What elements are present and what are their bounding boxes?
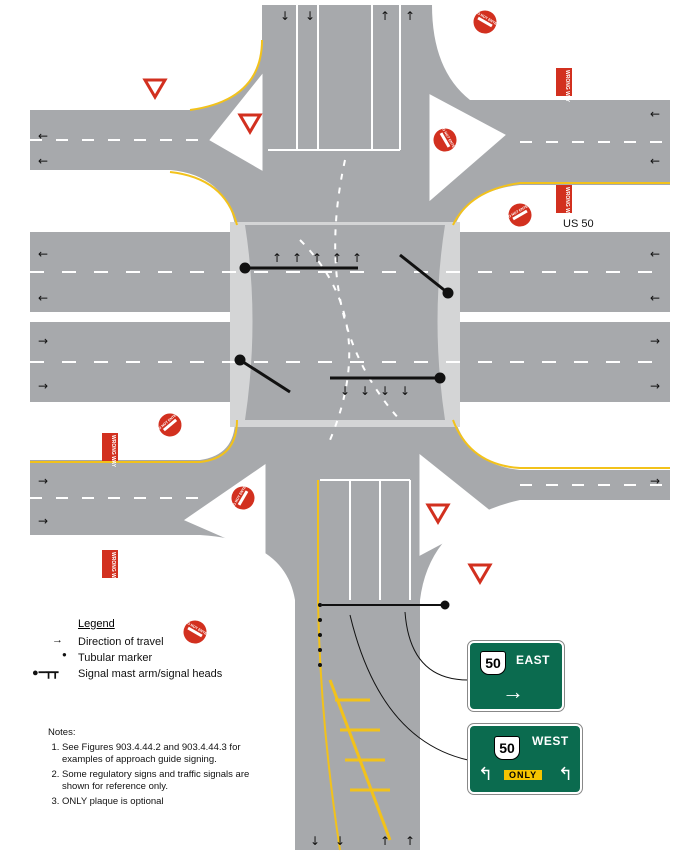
svg-text:←: ← (650, 154, 660, 168)
note-1: See Figures 903.4.44.2 and 903.4.44.3 fo… (62, 742, 258, 766)
guide-sign-east: 50 EAST → (467, 640, 565, 712)
svg-text:↓: ↓ (280, 9, 290, 23)
svg-text:↑: ↑ (332, 251, 342, 265)
wrong-way-text: WRONG WAY (110, 552, 116, 585)
notes-title: Notes: (48, 727, 76, 738)
legend-dot-icon: ● (62, 650, 67, 659)
lane-markings (30, 5, 670, 600)
svg-text:↑: ↑ (380, 9, 390, 23)
svg-text:↑: ↑ (380, 834, 390, 848)
wrong-way-sign: WRONG WAY (556, 185, 572, 220)
svg-text:↓: ↓ (335, 834, 345, 848)
sign-leader-lines (349, 611, 469, 761)
crossroad-over-bridge (245, 225, 445, 420)
note-2: Some regulatory signs and traffic signal… (62, 769, 258, 793)
channelizing-islands (183, 73, 506, 556)
svg-text:←: ← (650, 247, 660, 261)
svg-text:↑: ↑ (272, 251, 282, 265)
do-not-enter-sign: DO NOT ENTER (230, 483, 256, 511)
svg-text:↑: ↑ (405, 9, 415, 23)
svg-text:→: → (650, 474, 660, 488)
svg-text:←: ← (38, 129, 48, 143)
svg-text:↓: ↓ (340, 384, 350, 398)
legend-item-direction: Direction of travel (78, 636, 164, 648)
svg-text:↓: ↓ (360, 384, 370, 398)
svg-text:←: ← (650, 107, 660, 121)
do-not-enter-sign: DO NOT ENTER (182, 619, 210, 645)
svg-text:←: ← (38, 291, 48, 305)
wrong-way-sign: WRONG WAY (556, 68, 572, 103)
legend-item-tubular: Tubular marker (78, 652, 153, 664)
tubular-markers (318, 603, 322, 667)
notes: Notes: See Figures 903.4.44.2 and 903.4.… (48, 727, 258, 811)
svg-text:→: → (650, 334, 660, 348)
svg-text:→: → (650, 379, 660, 393)
legend-item-signal: Signal mast arm/signal heads (78, 668, 223, 680)
arrow-up-left-icon: ↰ (478, 764, 494, 784)
direction-arrows: ← ← ← ← ← ← → → → → → → → ← ← ↓ ↓ ↑ ↑ ↓ ↓ ↑ ↑ (38, 9, 660, 848)
svg-text:←: ← (650, 291, 660, 305)
yellow-lines (30, 39, 670, 851)
legend-arrow-right-icon: → (52, 634, 63, 646)
yield-signs (142, 78, 493, 585)
legend-signal-mast-icon: ●━┳┳ (32, 667, 59, 679)
svg-text:↓: ↓ (305, 9, 315, 23)
svg-text:←: ← (38, 247, 48, 261)
svg-text:↑: ↑ (292, 251, 302, 265)
legend-title: Legend (78, 618, 115, 630)
wrong-way-sign: WRONG WAY (102, 433, 118, 468)
wrong-way-sign: WRONG WAY (102, 550, 118, 585)
us-route-shield: 50 (480, 651, 506, 675)
direction-west: WEST (532, 734, 569, 748)
do-not-enter-sign: DO NOT ENTER (432, 125, 458, 153)
do-not-enter-sign: DO NOT ENTER (472, 9, 500, 35)
svg-text:↓: ↓ (310, 834, 320, 848)
svg-text:↓: ↓ (380, 384, 390, 398)
wrong-way-text: WRONG WAY (564, 70, 570, 103)
svg-text:→: → (38, 334, 48, 348)
arrow-right-icon: → (502, 679, 524, 704)
us-route-shield: 50 (494, 736, 520, 760)
svg-text:↓: ↓ (400, 384, 410, 398)
do-not-enter-sign: DO NOT ENTER (505, 202, 533, 228)
note-3: ONLY plaque is optional (62, 796, 258, 808)
svg-text:↑: ↑ (312, 251, 322, 265)
signal-heads: ↑ ↑ ↑ ↑ ↑ ↓ ↓ ↓ ↓ (272, 251, 410, 398)
svg-text:→: → (38, 514, 48, 528)
arrow-up-left-icon: ↰ (558, 764, 574, 784)
svg-text:↑: ↑ (405, 834, 415, 848)
wrong-way-text: WRONG WAY (110, 435, 116, 468)
only-plaque: ONLY (504, 770, 543, 780)
do-not-enter-sign: DO NOT ENTER (156, 411, 183, 438)
svg-text:→: → (38, 474, 48, 488)
svg-text:↑: ↑ (352, 251, 362, 265)
road-label-us50: US 50 (563, 218, 594, 230)
wrong-way-text: WRONG WAY (564, 187, 570, 220)
direction-east: EAST (516, 653, 551, 667)
regulatory-signs: WRONG WAY WRONG WAY WRONG WAY WRONG WAY … (102, 9, 572, 645)
guide-sign-west: 50 WEST ↰ ONLY ↰ (467, 723, 583, 795)
signal-mast-arms (234, 253, 454, 610)
svg-text:→: → (38, 379, 48, 393)
svg-text:←: ← (38, 154, 48, 168)
